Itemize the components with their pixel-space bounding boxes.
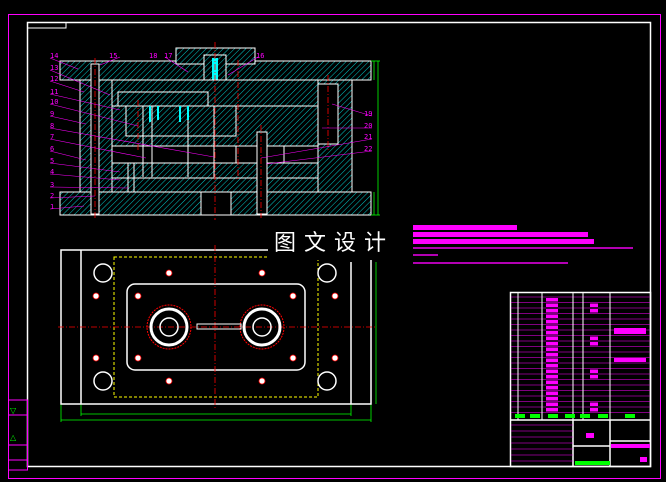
title-cell [598,414,608,418]
part-label: 8 [50,122,54,130]
part-label: 18 [149,52,157,60]
parts-list-cell [546,347,558,351]
part-label: 4 [50,168,54,176]
parts-list-cell [614,328,646,334]
part-label: 10 [50,98,58,106]
parts-list-cell [590,402,598,406]
left-strip: ▽ △ [8,399,28,471]
svg-text:▽: ▽ [10,406,17,415]
title-cell [548,414,558,418]
parts-list-cell [590,375,598,379]
parts-list-cell [590,303,598,307]
part-label: 20 [364,122,372,130]
part-label: 22 [364,145,372,153]
screw-holes [92,269,339,385]
parts-list-cell [546,342,558,346]
part-label: 14 [50,52,58,60]
title-cell [575,461,610,465]
title-cell [625,414,635,418]
cavity-left [146,304,192,350]
title-cell [565,414,575,418]
part-label: 12 [50,75,58,83]
title-cell [515,414,525,418]
part-label: 5 [50,157,54,165]
inner-frame [26,21,652,468]
part-label: 19 [364,110,372,118]
parts-list-cell [590,309,598,313]
runner [196,323,242,330]
cavity-right [239,304,285,350]
parts-list-cell [546,353,558,357]
parts-list-cell [590,408,598,412]
parts-list-cell [546,391,558,395]
parts-list-cell [546,331,558,335]
parts-list-cell [546,325,558,329]
guide-pins [93,263,337,391]
parts-list-cell [546,402,558,406]
parts-list-cell [590,342,598,346]
parts-list-cell [546,298,558,302]
parts-list-cell [546,408,558,412]
parts-list-cell [546,397,558,401]
section-view [59,42,372,220]
title-cell [640,457,647,462]
svg-text:△: △ [10,433,17,442]
parts-list-cell [614,358,646,362]
parts-list-cell [546,309,558,313]
parts-list-cell [546,386,558,390]
parts-list-cell [546,369,558,373]
title-cell [611,444,650,448]
part-label: 13 [50,64,58,72]
cavity-insert [117,91,209,107]
dimension-lines [60,60,380,422]
part-label: 21 [364,133,372,141]
corner-tab [27,22,67,29]
return-pin [256,131,268,215]
title-cell [530,414,540,418]
part-label: 2 [50,192,54,200]
title-cell [580,414,590,418]
parts-list-cell [546,314,558,318]
parts-list-cell [590,336,598,340]
part-label: 3 [50,181,54,189]
plan-view [58,245,375,410]
part-label: 11 [50,88,58,96]
watermark: 图文设计 [274,231,394,256]
part-label: 6 [50,145,54,153]
parts-list-cell [546,375,558,379]
parts-list-cell [546,358,558,362]
title-block [509,291,652,468]
part-labels: 14 13 12 11 10 9 8 7 6 5 4 3 2 1 19 20 2… [49,52,372,211]
technical-notes [413,225,633,264]
parts-list-cell [546,336,558,340]
part-label: 15 [109,52,117,60]
title-cell [586,433,594,438]
parts-list-cell [546,380,558,384]
part-label: 7 [50,133,54,141]
part-label: 9 [50,110,54,118]
parts-list-cell [546,303,558,307]
part-label: 16 [256,52,264,60]
part-label: 17 [164,52,172,60]
parts-list-cell [546,364,558,368]
part-label: 1 [50,203,54,211]
outer-frame [8,14,661,479]
parts-list-cell [546,320,558,324]
parts-list-cell [590,369,598,373]
